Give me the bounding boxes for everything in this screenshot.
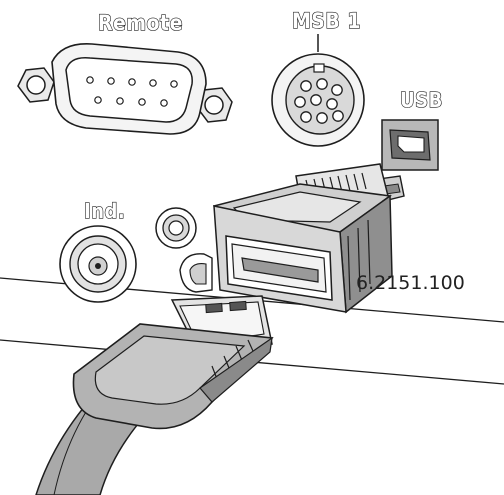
part-number-label: 6.2151.100	[356, 272, 465, 294]
lower-jack-port-icon	[179, 253, 213, 293]
adapter-side-ribs	[347, 219, 371, 301]
bnc-port-icon[interactable]	[59, 225, 137, 303]
usb-label: USB	[400, 88, 443, 112]
db9-pins	[86, 76, 178, 107]
db9-serial-port-icon[interactable]	[17, 43, 233, 135]
usb-a-plug-icon[interactable]	[72, 295, 274, 430]
ind-label: Ind.	[84, 199, 125, 223]
mini-din-port-icon[interactable]	[271, 53, 365, 147]
remote-label: Remote	[98, 11, 183, 35]
adapter-grip-ribs	[305, 172, 367, 197]
mini-din-pins	[294, 78, 344, 124]
jack-port-icon[interactable]	[155, 207, 197, 249]
usb-b-port-icon[interactable]	[381, 119, 439, 171]
msb-label: MSB 1	[292, 9, 361, 33]
usb-adapter-icon[interactable]	[212, 163, 405, 314]
left-hex-screw-icon	[17, 67, 55, 103]
